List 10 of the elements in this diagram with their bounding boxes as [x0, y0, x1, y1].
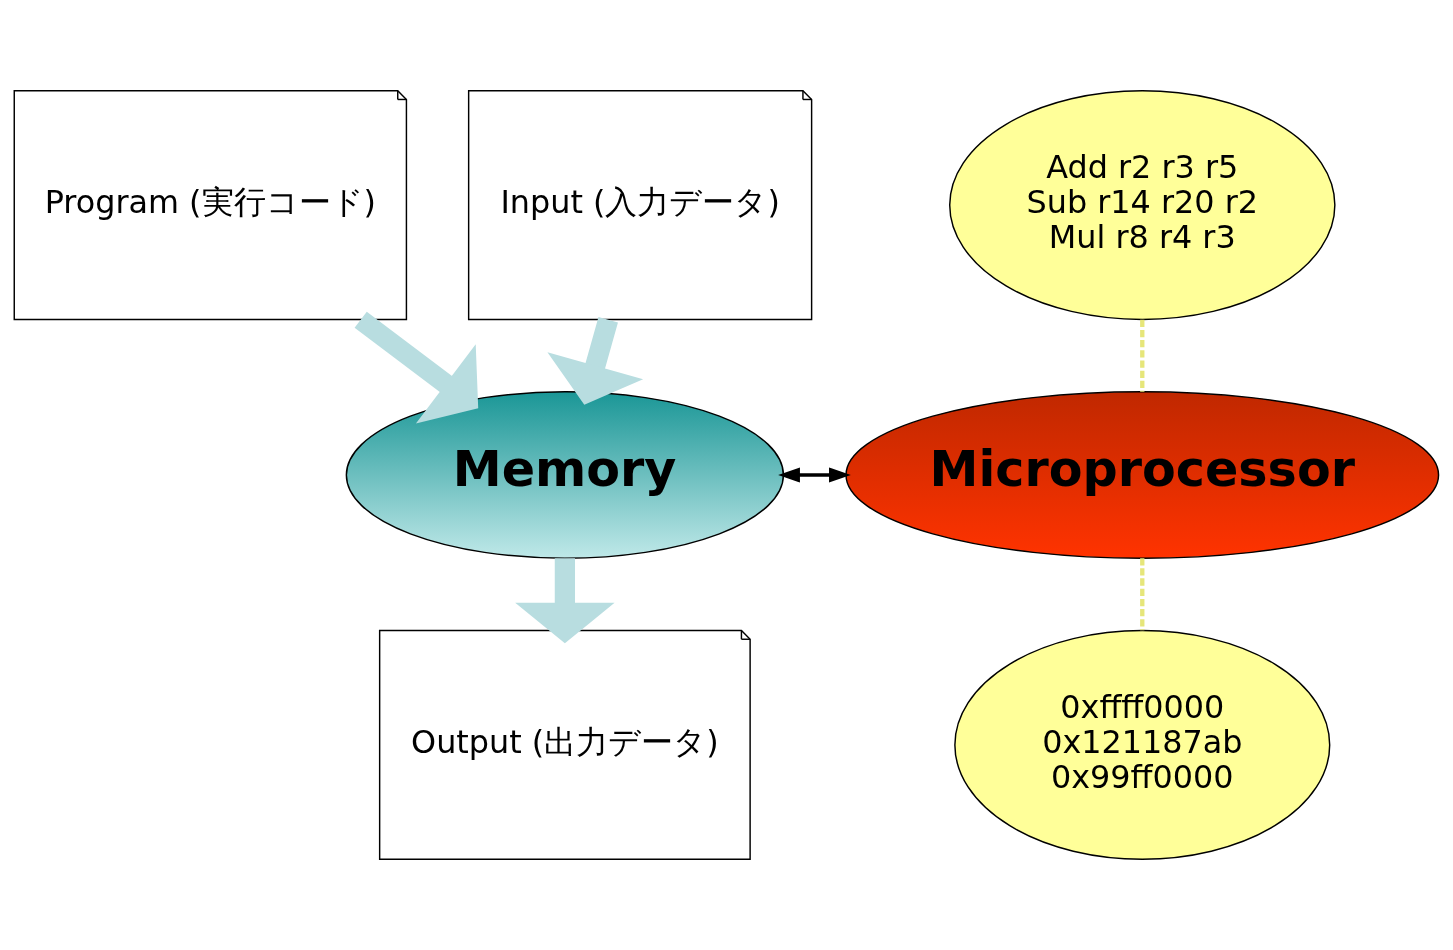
- connector: [1140, 558, 1145, 631]
- node-ellipse: 0xffff0000 0x121187ab 0x99ff0000: [954, 629, 1331, 860]
- arrow: [778, 467, 851, 483]
- node-ellipse: Memory: [345, 391, 785, 559]
- arrow: [547, 317, 644, 405]
- connector: [1140, 319, 1145, 392]
- node-ellipse: Microprocessor: [845, 391, 1440, 559]
- node-ellipse: Add r2 r3 r5 Sub r14 r20 r2 Mul r8 r4 r3: [949, 90, 1336, 321]
- arrow: [354, 311, 479, 424]
- arrow: [515, 558, 615, 644]
